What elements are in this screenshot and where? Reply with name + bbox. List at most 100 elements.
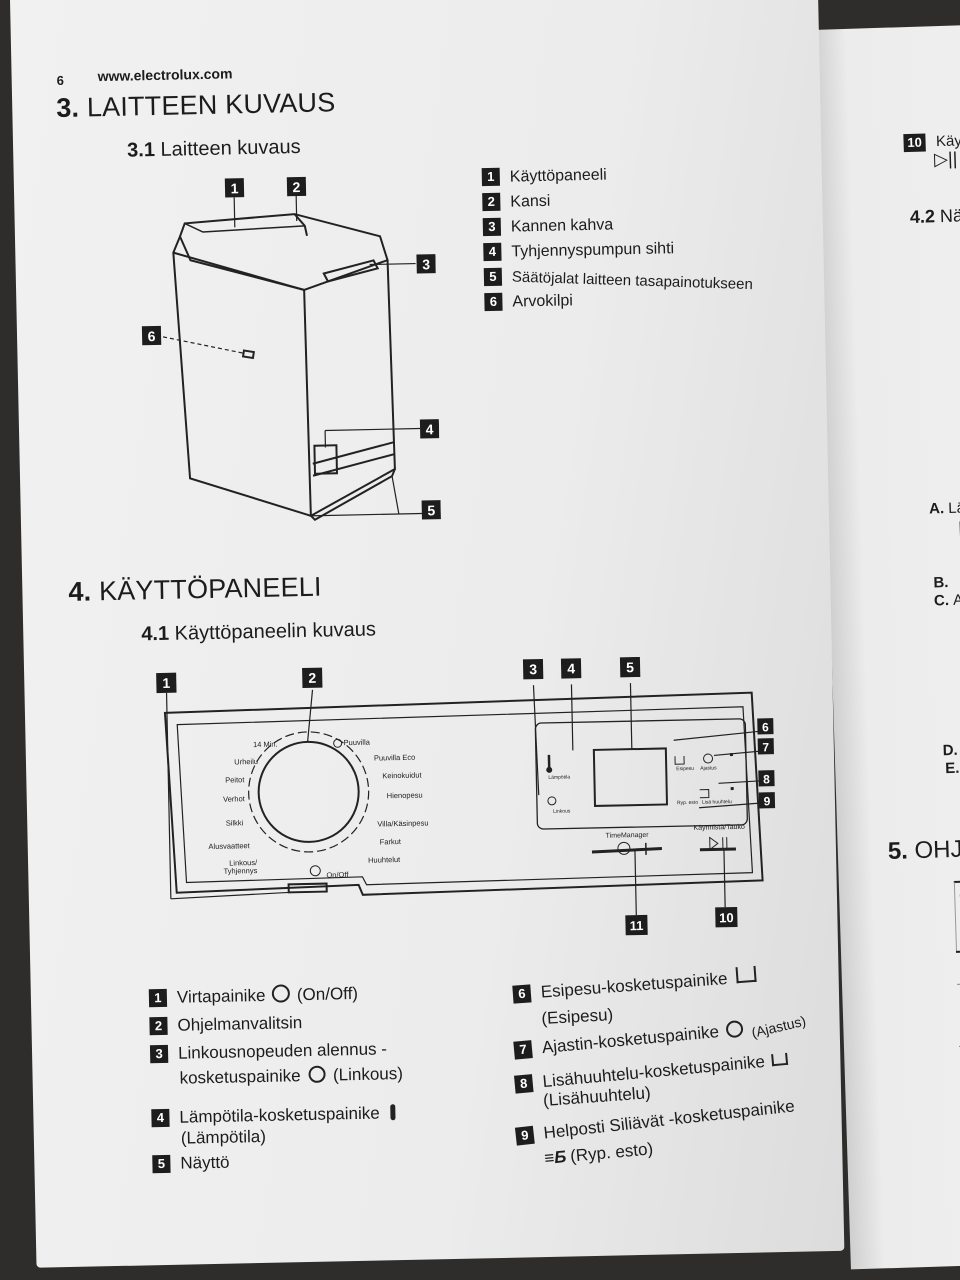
section4-subheading: 4.1 Käyttöpaneelin kuvaus <box>141 618 377 646</box>
program-farkut: Farkut <box>380 837 402 846</box>
svg-text:8: 8 <box>763 772 770 786</box>
svg-text:3: 3 <box>529 661 537 677</box>
program-verhot: Verhot <box>223 794 246 803</box>
svg-text:7: 7 <box>762 740 769 754</box>
control-panel-diagram: 1 2 3 4 5 6 7 8 9 10 11 14 Min. Urheilu <box>156 656 776 936</box>
program-hienopesu: Hienopesu <box>387 791 423 801</box>
program-dial <box>257 740 360 843</box>
timemanager-label: TimeManager <box>606 832 650 840</box>
power-icon <box>271 984 291 1003</box>
section3-heading: 3. LAITTEEN KUVAUS <box>55 87 336 124</box>
program-table-header: Oh Lä <box>953 879 960 953</box>
machine-lid <box>178 213 389 291</box>
right-list-d: D. <box>942 741 958 760</box>
right-heading: 5. OHJE <box>887 835 960 866</box>
power-icon <box>309 865 321 877</box>
spin-icon <box>308 1065 326 1083</box>
ryp-esto-label: Ryp. esto <box>677 800 698 806</box>
thermometer-icon <box>390 1104 396 1121</box>
timer-icon <box>725 1019 745 1039</box>
panel-outline <box>163 691 764 896</box>
program-keinokuidut: Keinokuidut <box>382 771 422 781</box>
esipesu-label: Esipesu <box>676 766 694 772</box>
power-button-outline <box>287 882 328 894</box>
section4-heading: 4. KÄYTTÖPANEELI <box>68 571 322 607</box>
display-area <box>534 718 748 830</box>
page-number: 6 <box>56 72 65 89</box>
svg-text:10: 10 <box>719 910 734 925</box>
prewash-icon <box>674 756 685 765</box>
program-huuhtelut: Huuhtelut <box>368 855 401 865</box>
rating-plate <box>241 349 255 360</box>
svg-text:4: 4 <box>567 660 575 676</box>
right-subheading-num: 4.2 <box>909 206 936 228</box>
website-url: www.electrolux.com <box>97 65 233 85</box>
svg-text:6: 6 <box>148 328 156 344</box>
program-alusvaatteet: Alusvaatteet <box>208 841 250 851</box>
panel-legend-3-cont: kosketuspainike (Linkous) <box>179 1064 404 1088</box>
svg-text:2: 2 <box>308 670 316 686</box>
on-off-label: On/Off <box>326 870 349 879</box>
svg-text:4: 4 <box>426 421 434 437</box>
washing-machine-diagram: 1 2 3 4 5 6 <box>141 176 441 521</box>
extra-rinse-icon <box>770 1052 788 1067</box>
svg-text:2: 2 <box>292 179 300 195</box>
program-silkki: Silkki <box>226 818 244 827</box>
right-item-10-text: Käyn <box>935 132 960 151</box>
svg-text:1: 1 <box>230 180 238 196</box>
svg-text:3: 3 <box>422 256 430 272</box>
panel-legend-4-cont: (Lämpötila) <box>180 1126 267 1148</box>
program-14min: 14 Min. <box>253 740 278 750</box>
svg-text:9: 9 <box>763 794 770 808</box>
program-villa: Villa/Käsinpesu <box>377 818 428 828</box>
panel-legend-6-cont: (Esipesu) <box>540 1005 614 1029</box>
svg-text:1: 1 <box>162 675 170 691</box>
timer-icon <box>703 753 714 764</box>
svg-text:6: 6 <box>762 720 769 734</box>
section3-subheading: 3.1 Laitteen kuvaus <box>126 135 301 162</box>
right-list-c: C. A <box>933 591 960 610</box>
lid-handle <box>322 259 380 283</box>
right-list-b: B. <box>933 573 949 592</box>
right-subheading: 4.2 Nä <box>910 205 960 228</box>
panel-legend-9-cont: ≡Б(Ryp. esto) <box>543 1139 654 1169</box>
program-linkous: Linkous/ <box>229 858 258 868</box>
svg-text:11: 11 <box>629 918 643 933</box>
program-peitot: Peitot <box>225 775 245 784</box>
svg-text:5: 5 <box>626 659 634 675</box>
linkous-label: Linkous <box>553 808 571 814</box>
program-puuvilla: Puuvilla <box>344 738 371 748</box>
machine-callouts: 1 2 3 4 5 6 <box>141 176 441 520</box>
prewash-icon <box>735 965 757 984</box>
ajastus-label: Ajastus <box>700 765 717 771</box>
display-screen <box>592 747 669 807</box>
right-subheading-text: Nä <box>939 205 960 227</box>
easy-iron-icon: ≡Б <box>543 1147 568 1169</box>
left-page: 6 www.electrolux.com 3. LAITTEEN KUVAUS … <box>10 0 845 1268</box>
panel-callouts: 1 2 3 4 5 6 7 8 9 10 11 <box>156 656 776 936</box>
right-list-a: A. Lä <box>928 499 960 518</box>
start-pause-icon: ▷|| <box>933 148 958 170</box>
program-puuvilla-eco: Puuvilla Eco <box>374 753 415 763</box>
start-pause-label: Käynnistä/Tauko <box>693 824 745 832</box>
lisa-huuhtelu-label: Lisä huuhtelu <box>702 799 732 806</box>
lampotila-label: Lämpötila <box>548 774 570 780</box>
program-tyhjennys: Tyhjennys <box>223 866 257 876</box>
program-urheilu: Urheilu <box>234 757 258 766</box>
start-pause-icon <box>709 836 728 851</box>
callout-10: 10 <box>903 133 926 153</box>
timemanager-icon <box>617 841 631 855</box>
spin-icon <box>547 796 557 806</box>
